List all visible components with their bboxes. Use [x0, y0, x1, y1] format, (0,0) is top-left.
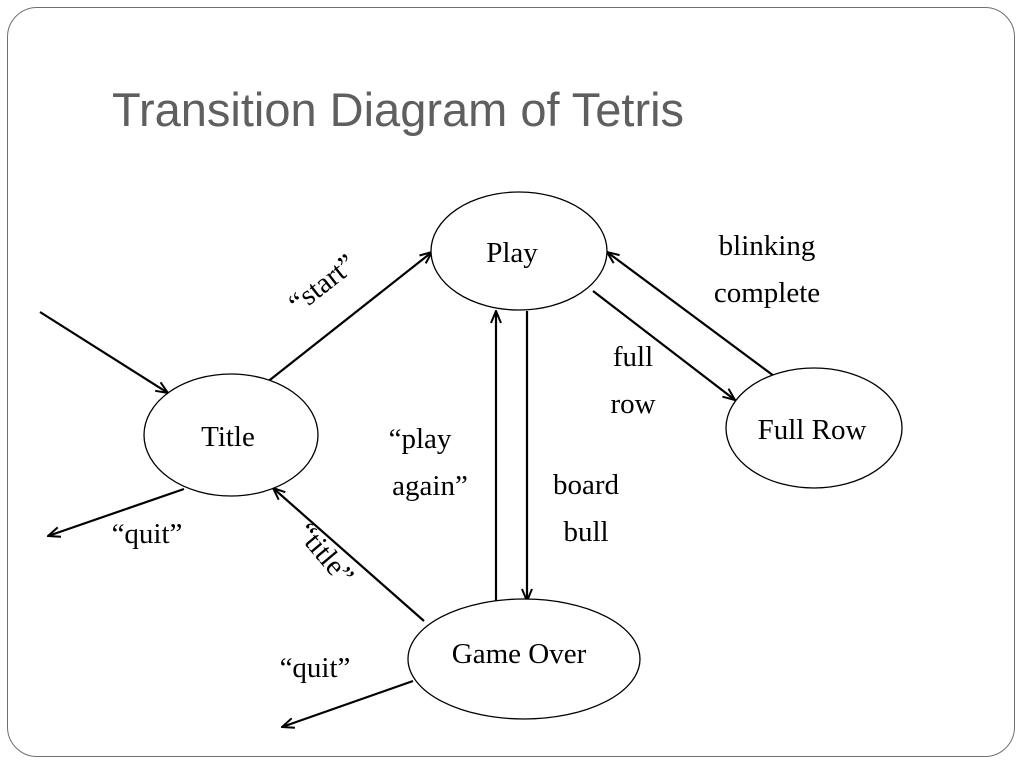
edge-title: [273, 488, 425, 622]
edge-label-bull: bull: [563, 516, 608, 548]
edge-quit-from-game-over: [282, 679, 414, 727]
edge-full-row: [592, 290, 735, 400]
node-play: Play: [430, 191, 608, 311]
edge-blinking-complete: [607, 252, 775, 377]
edge-label-quit-game-over: “quit”: [280, 652, 351, 684]
edge-quit-from-title: [48, 487, 185, 536]
node-game-over: Game Over: [407, 598, 641, 720]
node-full-row-label: Full Row: [758, 414, 867, 446]
node-title-ellipse: [143, 373, 319, 497]
node-full-row: Full Row: [725, 367, 903, 489]
node-play-label: Play: [486, 237, 538, 269]
edge-label-board: board: [553, 469, 620, 501]
edge-label-full: full: [613, 341, 653, 373]
edge-label-complete: complete: [714, 277, 820, 309]
edge-start: [265, 252, 432, 384]
slide-title: Transition Diagram of Tetris: [112, 83, 685, 136]
edge-label-quit-title: “quit”: [112, 518, 183, 550]
node-title-label: Title: [201, 421, 255, 453]
edge-label-again: again”: [392, 470, 468, 502]
node-game-over-label: Game Over: [452, 638, 587, 670]
node-full-row-ellipse: [725, 367, 903, 489]
node-title: Title: [143, 373, 319, 497]
edge-label-row: row: [610, 388, 655, 420]
edge-label-play: “play: [389, 423, 452, 455]
node-game-over-ellipse: [407, 598, 641, 720]
node-play-ellipse: [430, 191, 608, 311]
edge-label-start: “start”: [283, 248, 362, 320]
edge-label-blinking: blinking: [719, 230, 816, 262]
initial-arrow: [39, 311, 168, 393]
